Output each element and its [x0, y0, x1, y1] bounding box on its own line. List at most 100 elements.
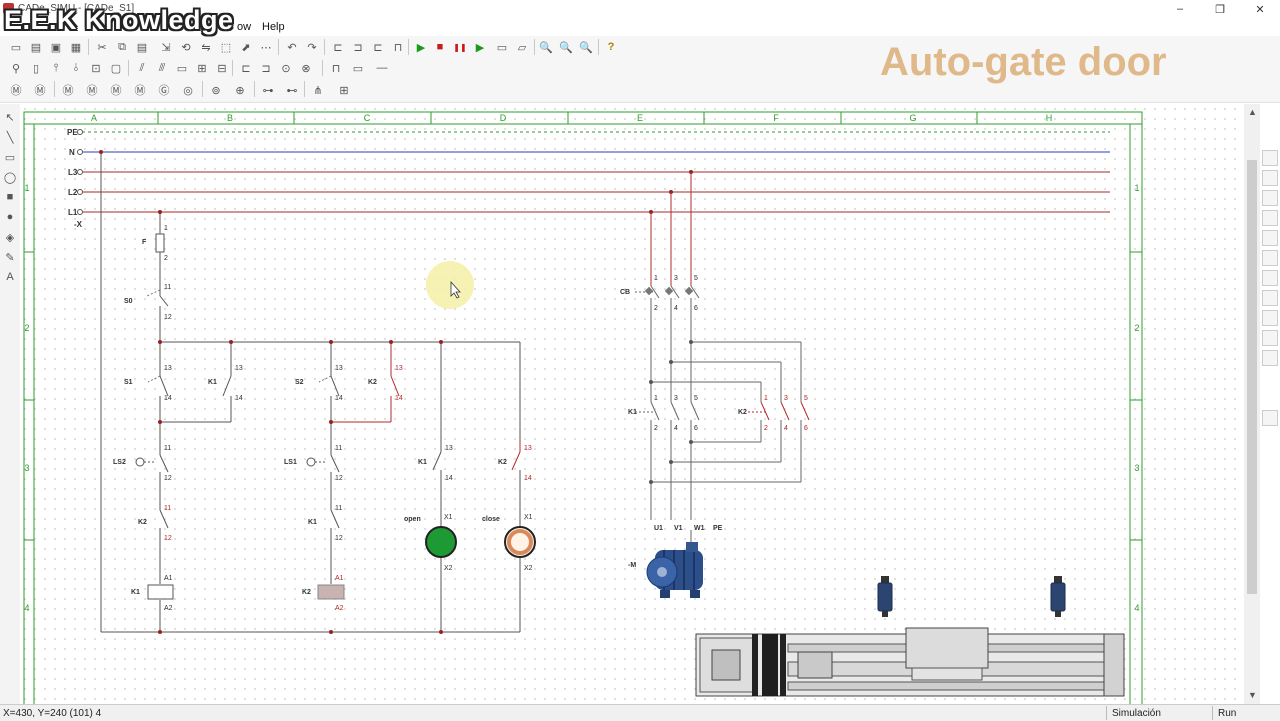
panel-button[interactable]	[1262, 350, 1278, 366]
redo-icon[interactable]: ↷	[307, 41, 317, 54]
actuator-icon[interactable]: ⊚	[211, 84, 221, 97]
cylinder-icon[interactable]: ⊶	[262, 84, 274, 97]
panel-button[interactable]	[1262, 250, 1278, 266]
symbol-toolbar: Ⓜ Ⓜ Ⓜ Ⓜ Ⓜ Ⓜ Ⓖ ◎ ⊚ ⊕ ⊶ ⊷ ⋔ ⊞	[0, 78, 1280, 103]
cursor-coordinates: X=430, Y=240 (101) 4	[3, 708, 102, 719]
terminal-icon[interactable]: ⊡	[91, 62, 101, 75]
pneumatic-icon[interactable]: ⊷	[286, 84, 298, 97]
align-left-icon[interactable]: ⊏	[333, 41, 343, 54]
panel-button[interactable]	[1262, 290, 1278, 306]
motor-dc-icon[interactable]: Ⓜ	[86, 85, 98, 97]
breaker-icon[interactable]: ⫯	[53, 61, 59, 74]
lamp-icon[interactable]: ⊗	[301, 62, 311, 75]
title-bar: CADe_SIMU - [CADe_S1] – ❐ ✕	[0, 0, 1280, 18]
filled-ellipse-tool-icon[interactable]: ●	[6, 211, 14, 223]
panel-button[interactable]	[1262, 190, 1278, 206]
pump-icon[interactable]: ⋔	[313, 84, 323, 97]
zoom-out-icon[interactable]: 🔍	[559, 41, 573, 54]
timer-icon[interactable]: ⊞	[197, 62, 207, 75]
menu-bar: ow Help	[0, 18, 1280, 36]
app-icon	[3, 3, 14, 14]
drawing-canvas[interactable]	[20, 104, 1244, 704]
align-right-icon[interactable]: ⊏	[373, 41, 383, 54]
video-title-overlay: Auto-gate door	[880, 40, 1167, 84]
panel-button[interactable]	[1262, 310, 1278, 326]
fuse-icon[interactable]: ▯	[32, 62, 40, 75]
window-icon[interactable]: ▭	[496, 41, 508, 54]
select-icon[interactable]: ⬚	[220, 41, 232, 54]
generator-icon[interactable]: Ⓖ	[158, 85, 170, 97]
contact-icon[interactable]: ⫽	[139, 61, 145, 74]
relay-icon[interactable]: ▢	[110, 62, 122, 75]
button-icon[interactable]: ⊏	[241, 62, 251, 75]
wire-icon[interactable]: ⊓	[331, 62, 341, 75]
cable-icon[interactable]: ▭	[352, 62, 364, 75]
menu-help[interactable]: Help	[262, 21, 285, 33]
cut-icon[interactable]: ✂	[97, 41, 107, 54]
mirror-icon[interactable]: ⇋	[201, 41, 211, 54]
text-tool-icon[interactable]: A	[6, 271, 14, 283]
undo-icon[interactable]: ↶	[287, 41, 297, 54]
pen-tool-icon[interactable]: ✎	[5, 251, 15, 264]
panel-button[interactable]	[1262, 330, 1278, 346]
stop-icon[interactable]: ■	[436, 41, 444, 53]
new-file-icon[interactable]: ▭	[10, 41, 22, 54]
line-tool-icon[interactable]: ╲	[6, 131, 14, 144]
motor-icon[interactable]: Ⓜ	[10, 85, 22, 97]
vertical-scrollbar[interactable]: ▲ ▼	[1244, 104, 1260, 704]
scroll-up-icon[interactable]: ▲	[1248, 107, 1257, 117]
motor-dahlander-icon[interactable]: Ⓜ	[62, 85, 74, 97]
contact-nc-icon[interactable]: ⫻	[158, 61, 166, 74]
panel-button[interactable]	[1262, 230, 1278, 246]
panel-button[interactable]	[1262, 210, 1278, 226]
maximize-button[interactable]: ❐	[1215, 3, 1225, 16]
arrow-tool-icon[interactable]: ↖	[5, 111, 15, 124]
scrollbar-thumb[interactable]	[1247, 160, 1257, 594]
pointer-icon[interactable]: ⬈	[241, 41, 251, 54]
status-run-state: Run	[1218, 708, 1237, 719]
paste-icon[interactable]: ▤	[136, 41, 148, 54]
motor-brake-icon[interactable]: Ⓜ	[110, 85, 122, 97]
panel-button[interactable]	[1262, 270, 1278, 286]
scroll-down-icon[interactable]: ▼	[1248, 690, 1257, 700]
move-icon[interactable]: ⇲	[161, 41, 171, 54]
coil-icon[interactable]: ▭	[176, 62, 188, 75]
minimize-button[interactable]: –	[1176, 3, 1184, 15]
align-top-icon[interactable]: ⊓	[393, 41, 403, 54]
transformer-icon[interactable]: ◎	[183, 84, 193, 97]
motor-star-icon[interactable]: Ⓜ	[134, 85, 146, 97]
window-title: CADe_SIMU - [CADe_S1]	[18, 3, 135, 14]
print-icon[interactable]: ▦	[70, 41, 82, 54]
zoom-fit-icon[interactable]: 🔍	[579, 41, 593, 54]
pause-icon[interactable]: ❚❚	[453, 42, 467, 52]
motor-3ph-icon[interactable]: Ⓜ	[34, 85, 46, 97]
rotate-icon[interactable]: ⟲	[181, 41, 191, 54]
help-icon[interactable]: ?	[607, 41, 615, 53]
close-button[interactable]: ✕	[1255, 3, 1265, 16]
panel-button[interactable]	[1262, 170, 1278, 186]
filled-rect-tool-icon[interactable]: ■	[6, 191, 14, 203]
fill-tool-icon[interactable]: ◈	[5, 231, 15, 244]
open-file-icon[interactable]: ▤	[30, 41, 42, 54]
play-icon[interactable]: ▶	[416, 41, 426, 54]
rectangle-tool-icon[interactable]: ▭	[4, 151, 16, 164]
save-icon[interactable]: ▣	[50, 41, 62, 54]
grid-icon[interactable]: ⋯	[260, 41, 272, 54]
thermal-icon[interactable]: ⊟	[217, 62, 227, 75]
copy-icon[interactable]: ⧉	[118, 40, 126, 53]
menu-window[interactable]: ow	[237, 21, 252, 33]
panel-button[interactable]	[1262, 410, 1278, 426]
sensor-icon[interactable]: ⊙	[281, 62, 291, 75]
step-icon[interactable]: ▶	[475, 41, 485, 54]
align-center-icon[interactable]: ⊐	[353, 41, 363, 54]
limit-switch-icon[interactable]: ⊐	[261, 62, 271, 75]
panel-button[interactable]	[1262, 150, 1278, 166]
arrange-icon[interactable]: ▱	[517, 41, 527, 54]
valve-icon[interactable]: ⊕	[235, 84, 245, 97]
pin-icon[interactable]: ⚲	[11, 62, 21, 75]
ellipse-tool-icon[interactable]: ◯	[3, 171, 17, 184]
switch-icon[interactable]: ⫰	[73, 61, 79, 74]
zoom-in-icon[interactable]: 🔍	[539, 41, 553, 54]
compressor-icon[interactable]: ⊞	[339, 84, 349, 97]
line-icon[interactable]: —	[376, 62, 388, 74]
